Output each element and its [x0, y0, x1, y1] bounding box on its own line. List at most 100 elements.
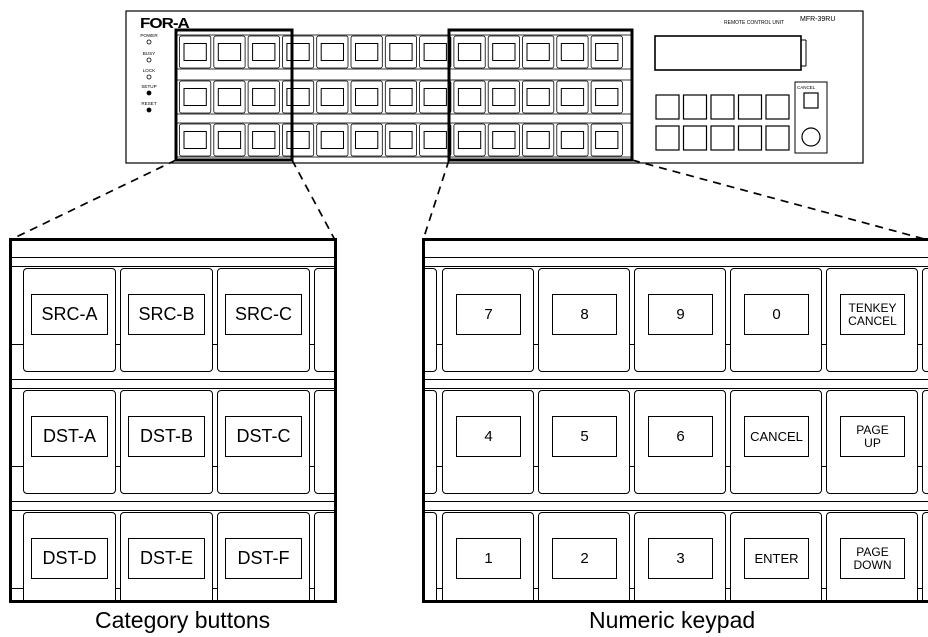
- key-dst-e[interactable]: DST-E: [128, 538, 205, 579]
- key-src-c[interactable]: SRC-C: [225, 294, 302, 335]
- button-cell-partial: [425, 268, 437, 372]
- rack-button-window: [389, 131, 413, 149]
- rack-keypad-key[interactable]: [765, 94, 790, 120]
- rack-button-window: [457, 131, 482, 149]
- indicator-label-lock: LOCK: [143, 68, 156, 73]
- rack-button-window: [355, 43, 379, 61]
- rack-button-window: [492, 131, 516, 149]
- key-1[interactable]: 1: [456, 538, 521, 579]
- cancel-label: CANCEL: [797, 85, 816, 90]
- key-3[interactable]: 3: [648, 538, 713, 579]
- indicator-led-power: [146, 39, 152, 45]
- key-8[interactable]: 8: [552, 294, 617, 335]
- category-highlight-box: [174, 28, 294, 162]
- rack-button-window: [423, 43, 447, 61]
- rack-button-window: [457, 88, 482, 106]
- rack-button-window: [526, 43, 550, 61]
- rack-button-window: [320, 43, 345, 61]
- key-9[interactable]: 9: [648, 294, 713, 335]
- key-page-down[interactable]: PAGE DOWN: [840, 538, 905, 579]
- indicator-led-reset: [146, 107, 152, 113]
- unit-label: REMOTE CONTROL UNIT: [724, 20, 784, 26]
- button-cell[interactable]: [922, 268, 928, 372]
- button-cell-partial: [425, 390, 437, 494]
- rack-keypad-key[interactable]: [655, 94, 680, 120]
- cancel-button[interactable]: [803, 92, 819, 109]
- key-7[interactable]: 7: [456, 294, 521, 335]
- key-6[interactable]: 6: [648, 416, 713, 457]
- button-cell[interactable]: [922, 512, 928, 600]
- indicator-led-lock: [146, 74, 152, 80]
- rack-button-window: [183, 88, 207, 106]
- rack-button-window: [492, 88, 516, 106]
- numeric-keypad-caption: Numeric keypad: [589, 607, 756, 633]
- indicator-led-setup: [146, 90, 152, 96]
- rack-button-window: [595, 43, 619, 61]
- rack-keypad-key[interactable]: [765, 125, 790, 151]
- rack-button-window: [595, 88, 619, 106]
- rack-button-window: [252, 88, 276, 106]
- key-dst-d[interactable]: DST-D: [31, 538, 108, 579]
- strip-rail: [425, 266, 928, 267]
- rack-button-window: [355, 88, 379, 106]
- rack-button-window: [286, 43, 310, 61]
- button-cell[interactable]: [922, 390, 928, 494]
- rack-button-window: [217, 43, 242, 61]
- key-4[interactable]: 4: [456, 416, 521, 457]
- rack-keypad-key[interactable]: [710, 125, 735, 151]
- button-cell-partial: [425, 512, 437, 600]
- rack-keypad-key[interactable]: [682, 125, 708, 151]
- rack-button-window: [423, 88, 447, 106]
- indicator-label-busy: BUSY: [143, 51, 156, 56]
- rack-button-window: [492, 43, 516, 61]
- rack-keypad-key[interactable]: [737, 94, 763, 120]
- indicator-led-busy: [146, 57, 152, 63]
- rack-button-window: [286, 131, 310, 149]
- key-cancel[interactable]: CANCEL: [744, 416, 809, 457]
- indicator-label-setup: SETUP: [141, 84, 156, 89]
- key-enter[interactable]: ENTER: [744, 538, 809, 579]
- strip-rail: [425, 388, 928, 389]
- rack-keypad-key[interactable]: [682, 94, 708, 120]
- category-buttons-panel: SRC-A SRC-B SRC-C DST-A DST-B DST-C DST-D DST-E…: [9, 238, 337, 603]
- strip-rail: [12, 388, 334, 389]
- rack-button-window: [183, 43, 207, 61]
- rack-button-window: [217, 131, 242, 149]
- rack-button-window: [355, 131, 379, 149]
- button-cell[interactable]: [314, 390, 334, 494]
- key-tenkey-cancel[interactable]: TENKEY CANCEL: [840, 294, 905, 335]
- button-cell[interactable]: [314, 268, 334, 372]
- rack-button-window: [560, 131, 585, 149]
- key-dst-b[interactable]: DST-B: [128, 416, 205, 457]
- key-5[interactable]: 5: [552, 416, 617, 457]
- key-dst-f[interactable]: DST-F: [225, 538, 302, 579]
- rack-keypad-key[interactable]: [737, 125, 763, 151]
- key-dst-a[interactable]: DST-A: [31, 416, 108, 457]
- category-buttons-caption: Category buttons: [95, 607, 271, 633]
- key-src-a[interactable]: SRC-A: [31, 294, 108, 335]
- rack-button-window: [595, 131, 619, 149]
- lcd-display: [654, 35, 802, 71]
- key-page-up[interactable]: PAGE UP: [840, 416, 905, 457]
- jog-knob[interactable]: [801, 127, 821, 147]
- button-cell[interactable]: [314, 512, 334, 600]
- rack-button-window: [560, 43, 585, 61]
- rack-button-matrix: [175, 34, 633, 158]
- key-0[interactable]: 0: [744, 294, 809, 335]
- indicator-label-power: POWER: [140, 33, 158, 38]
- key-src-b[interactable]: SRC-B: [128, 294, 205, 335]
- rack-button-window: [320, 88, 345, 106]
- strip-rail: [12, 266, 334, 267]
- rack-button-window: [286, 88, 310, 106]
- rack-button-window: [252, 43, 276, 61]
- strip-rail: [12, 510, 334, 511]
- key-dst-c[interactable]: DST-C: [225, 416, 302, 457]
- key-2[interactable]: 2: [552, 538, 617, 579]
- rack-keypad-key[interactable]: [710, 94, 735, 120]
- rack-button-window: [423, 131, 447, 149]
- rack-button-window: [526, 131, 550, 149]
- rack-keypad-key[interactable]: [655, 125, 680, 151]
